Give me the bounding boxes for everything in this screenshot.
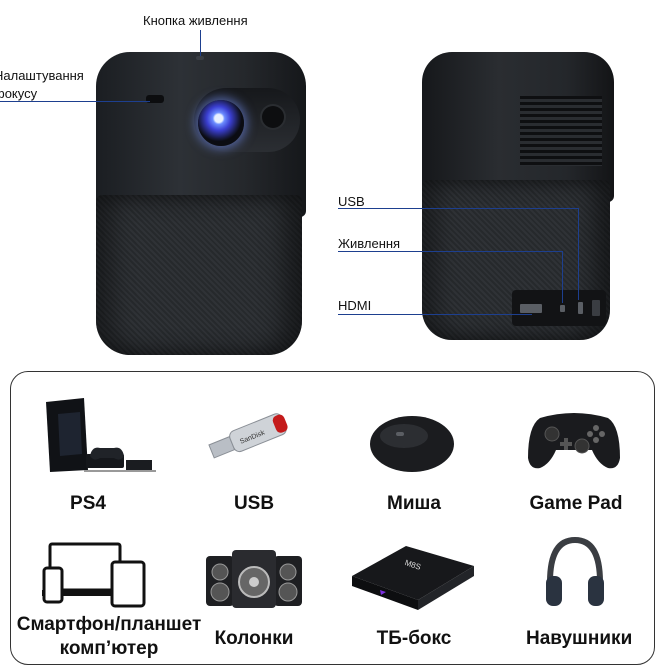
accessory-label-tvbox: ТБ-бокс bbox=[376, 628, 452, 649]
ventilation-grille bbox=[520, 96, 602, 166]
tv-box-icon: M8S bbox=[348, 540, 478, 616]
projector-lens bbox=[198, 100, 244, 146]
devices-icon bbox=[40, 540, 150, 610]
mouse-icon bbox=[366, 406, 462, 476]
projector-front-fabric-grille bbox=[96, 195, 302, 355]
power-button bbox=[196, 56, 204, 60]
leader-line-usb-drop bbox=[578, 208, 579, 300]
focus-wheel bbox=[146, 95, 164, 103]
callout-focus-line1: Налаштування bbox=[0, 68, 84, 83]
accessory-label-usb: USB bbox=[233, 493, 275, 514]
callout-focus-line2: фокусу bbox=[0, 86, 38, 101]
callout-power-button: Кнопка живлення bbox=[143, 13, 248, 28]
sensor-window bbox=[262, 106, 284, 128]
callout-usb: USB bbox=[338, 194, 365, 209]
gamepad-icon bbox=[526, 404, 622, 476]
accessory-label-devices: Смартфон/планшет bbox=[16, 614, 202, 635]
usb-flash-drive-icon: SanDisk bbox=[204, 404, 300, 464]
power-port bbox=[560, 305, 565, 312]
usb-port bbox=[578, 302, 583, 314]
headphones-icon bbox=[540, 532, 610, 612]
leader-line-hdmi bbox=[338, 314, 532, 315]
ps4-console-icon bbox=[38, 396, 158, 476]
speakers-icon bbox=[204, 546, 304, 610]
callout-power: Живлення bbox=[338, 236, 401, 251]
accessory-label-ps4: PS4 bbox=[70, 493, 106, 514]
port-slot bbox=[592, 300, 600, 316]
leader-line-power bbox=[338, 251, 562, 252]
accessory-label-gamepad: Game Pad bbox=[529, 493, 623, 514]
accessory-label-mouse: Миша bbox=[387, 493, 441, 514]
leader-line-focus bbox=[0, 101, 150, 102]
leader-line-power-button bbox=[200, 30, 201, 56]
accessory-label-headphones: Навушники bbox=[526, 628, 633, 649]
port-panel bbox=[512, 290, 606, 326]
hdmi-port bbox=[520, 304, 542, 313]
callout-hdmi: HDMI bbox=[338, 298, 372, 313]
accessory-label-speakers: Колонки bbox=[214, 628, 294, 649]
leader-line-power-drop bbox=[562, 251, 563, 303]
leader-line-usb bbox=[338, 208, 578, 209]
accessory-label-devices-line2: комп’ютер bbox=[59, 638, 159, 659]
